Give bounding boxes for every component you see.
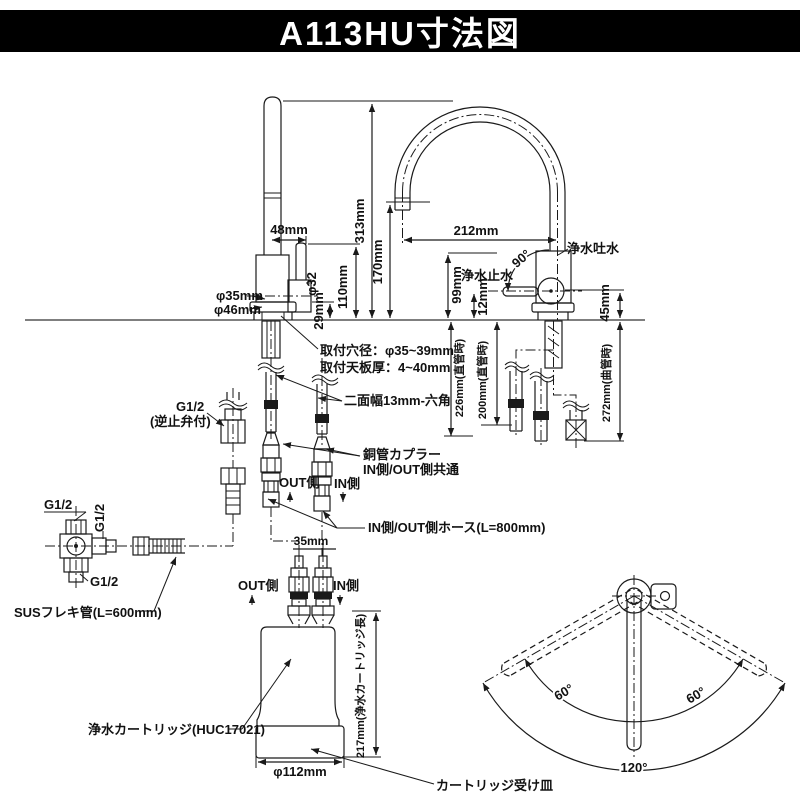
- sus-flex-label: SUSフレキ管(L=600mm): [14, 605, 162, 620]
- hose-label: IN側/OUT側ホース(L=800mm): [368, 520, 545, 535]
- in-side-cartridge-label: IN側: [333, 578, 359, 593]
- filter-cartridge: OUT側 IN側 217mm(浄水カートリッジ長) φ112mm 浄水カートリッ…: [88, 552, 553, 793]
- hex-width-label: 二面幅13mm-六角: [344, 393, 451, 408]
- spout-out-label: 浄水吐水: [567, 241, 620, 256]
- dim-45-label: 45mm: [597, 284, 612, 322]
- dim-212-label: 212mm: [454, 223, 499, 238]
- page-title: A113HU寸法図: [279, 15, 521, 52]
- g12-check-note-label: (逆止弁付): [150, 414, 211, 429]
- title-bar: A113HU寸法図: [0, 10, 800, 52]
- dim-48-label: 48mm: [270, 222, 308, 237]
- side-view-dimensions: 212mm 浄水吐水 浄水止水 90° 99mm 12mm 45mm 226mm…: [404, 223, 624, 442]
- dia-35-label: φ35mm: [216, 288, 263, 303]
- dim-12-label: 12mm: [475, 278, 490, 316]
- coupler-label-line2: IN側/OUT側共通: [363, 462, 459, 477]
- mount-hole-label: 取付穴径：φ35~39mm: [320, 343, 454, 358]
- g12-side-label: G1/2: [92, 504, 107, 532]
- dim-99-label: 99mm: [449, 266, 464, 304]
- dia-112-label: φ112mm: [273, 764, 326, 779]
- swivel-120-label: 120°: [621, 760, 648, 775]
- faucet-side-view: [394, 106, 590, 448]
- supply-valve-assembly: G1/2 (逆止弁付) G1/2: [14, 388, 248, 620]
- mounting-notes: 取付穴径：φ35~39mm 取付天板厚：4~40mm 二面幅13mm-六角: [275, 315, 454, 408]
- tray-label: カートリッジ受け皿: [436, 778, 553, 793]
- dia-32-label: φ32: [304, 272, 319, 296]
- in-side-upper-label: IN側: [334, 476, 360, 491]
- mount-thickness-label: 取付天板厚：4~40mm: [320, 360, 450, 375]
- dim-226-label: 226mm(直管時): [452, 339, 466, 418]
- cartridge-length-label: 217mm(浄水カートリッジ長): [353, 614, 367, 759]
- faucet-front-view: [247, 96, 339, 446]
- coupler-label-line1: 銅管カプラー: [363, 447, 441, 462]
- dim-29-label: 29mm: [311, 292, 326, 330]
- dim-200-label: 200mm(直管時): [475, 341, 489, 420]
- dim-272-label: 272mm(曲管時): [599, 344, 613, 423]
- dim-170-label: 170mm: [370, 240, 385, 285]
- dim-35-label: 35mm: [294, 534, 329, 548]
- swivel-left-60-label: 60°: [551, 681, 576, 704]
- g12-check-label: G1/2: [176, 399, 204, 414]
- out-side-cartridge-label: OUT側: [238, 578, 278, 593]
- dia-46-label: φ46mm: [214, 302, 261, 317]
- g12-bottom-label: G1/2: [90, 574, 118, 589]
- cartridge-name-label: 浄水カートリッジ(HUC17021): [88, 722, 265, 737]
- front-view-dimensions: 48mm φ35mm φ46mm φ32 29mm 110mm 170mm 31…: [214, 100, 453, 330]
- swivel-right-60-label: 60°: [683, 684, 708, 707]
- swivel-range-diagram: 60° 60° 120°: [482, 575, 786, 777]
- out-side-upper-label: OUT側: [279, 475, 319, 490]
- dim-313-label: 313mm: [352, 199, 367, 244]
- angle-90-label: 90°: [509, 246, 534, 270]
- g12-top-label: G1/2: [44, 497, 72, 512]
- stop-label: 浄水止水: [461, 268, 514, 283]
- center-plumbing: 銅管カプラー IN側/OUT側共通 OUT側 IN側 IN側/OUT側ホース(L…: [260, 432, 545, 556]
- dim-110-label: 110mm: [335, 265, 350, 309]
